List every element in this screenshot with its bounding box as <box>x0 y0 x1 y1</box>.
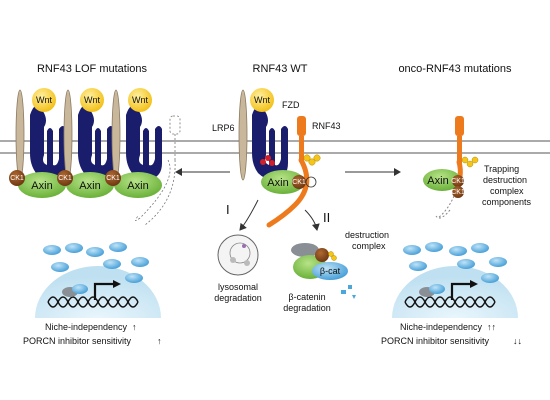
axin-protein <box>66 172 114 198</box>
left-complex-2: Wnt Axin CK1 <box>57 88 114 198</box>
rnf43-tail <box>266 157 310 228</box>
ck1-protein <box>105 170 121 186</box>
pathway-two-label: II <box>323 210 330 225</box>
axin-protein <box>423 169 461 191</box>
lysosomal-label-1: lysosomal <box>218 282 258 292</box>
wnt-ligand <box>250 88 274 112</box>
ck1-label: CK1 <box>10 175 24 182</box>
fzd-receptor <box>252 105 288 180</box>
right-panel-title: onco-RNF43 mutations <box>398 63 512 75</box>
wnt-label: Wnt <box>132 95 149 105</box>
ck1-label: CK1 <box>58 175 72 182</box>
axin-label: Axin <box>79 180 100 192</box>
bcat-degradation-label-1: β-catenin <box>288 292 325 302</box>
axin-label: Axin <box>267 177 288 189</box>
rnf43-extracellular <box>297 116 306 136</box>
wnt-ligand <box>80 88 104 112</box>
left-outcome-arrow-1: ↑ <box>132 322 137 332</box>
axin-protein <box>114 172 162 198</box>
ck1-protein <box>9 170 25 186</box>
left-complex-3: Wnt Axin CK1 <box>105 88 162 198</box>
destruction-label-2: complex <box>352 241 386 251</box>
onco-rnf43-complex: Axin CK1 CK1 <box>423 116 479 219</box>
ck1-label: CK1 <box>451 189 465 196</box>
right-outcome-2: PORCN inhibitor sensitivity <box>381 336 490 346</box>
axin-protein <box>18 172 66 198</box>
ck1-label: CK1 <box>292 179 306 186</box>
missing-rnf43-outline <box>135 115 181 226</box>
destruction-label-1: destruction <box>345 230 389 240</box>
lysosome <box>217 234 259 276</box>
destruction-complex: β-cat <box>291 243 348 280</box>
lrp6-shape <box>238 89 248 181</box>
right-outcome-arrow-2: ↓↓ <box>513 336 522 346</box>
axin-label: Axin <box>427 175 448 187</box>
right-outcome-1: Niche-independency <box>400 322 483 332</box>
ck1-label: CK1 <box>451 178 465 185</box>
left-complex-1: Wnt Axin CK1 <box>9 88 66 198</box>
lrp6-shape <box>15 89 25 181</box>
trap-label-4: components <box>482 197 532 207</box>
fzd-receptor <box>78 105 114 180</box>
right-nucleus <box>392 242 518 318</box>
trap-label-1: Trapping <box>484 164 519 174</box>
axin-protein <box>261 170 305 194</box>
center-complex: LRP6 Wnt FZD RNF43 Axin CK1 <box>212 88 341 228</box>
left-nucleus <box>35 242 161 318</box>
right-outcome-arrow-1: ↑↑ <box>487 322 496 332</box>
lrp6-label: LRP6 <box>212 123 235 133</box>
trap-label-2: destruction <box>483 175 527 185</box>
axin-label: Axin <box>127 180 148 192</box>
center-panel-title: RNF43 WT <box>253 63 308 75</box>
fzd-receptor <box>30 105 66 180</box>
pathway-one-label: I <box>226 202 230 217</box>
ck1-protein <box>292 175 306 189</box>
left-outcome-1: Niche-independency <box>45 322 128 332</box>
wnt-label: Wnt <box>254 95 271 105</box>
trap-label-3: complex <box>490 186 524 196</box>
bcat-fragments <box>341 285 356 299</box>
left-panel-title: RNF43 LOF mutations <box>37 63 148 75</box>
left-outcome-arrow-2: ↑ <box>157 336 162 346</box>
wnt-ligand <box>128 88 152 112</box>
pathway-one-arrow <box>239 199 259 231</box>
wnt-label: Wnt <box>36 95 53 105</box>
left-outcome-2: PORCN inhibitor sensitivity <box>23 336 132 346</box>
bcat-degradation-label-2: degradation <box>283 303 331 313</box>
ck1-label: CK1 <box>106 175 120 182</box>
lrp6-shape <box>111 89 121 181</box>
lrp6-shape <box>63 89 73 181</box>
ck1-protein <box>57 170 73 186</box>
rnf43-label: RNF43 <box>312 121 341 131</box>
wnt-ligand <box>32 88 56 112</box>
pathway-two-arrow <box>304 209 320 231</box>
fzd-receptor <box>126 105 162 180</box>
fzd-label: FZD <box>282 100 300 110</box>
bcat-label: β-cat <box>320 266 341 276</box>
trapping-label: Trapping destruction complex components <box>482 164 532 207</box>
lysosomal-label-2: degradation <box>214 293 262 303</box>
wnt-label: Wnt <box>84 95 101 105</box>
axin-label: Axin <box>31 180 52 192</box>
